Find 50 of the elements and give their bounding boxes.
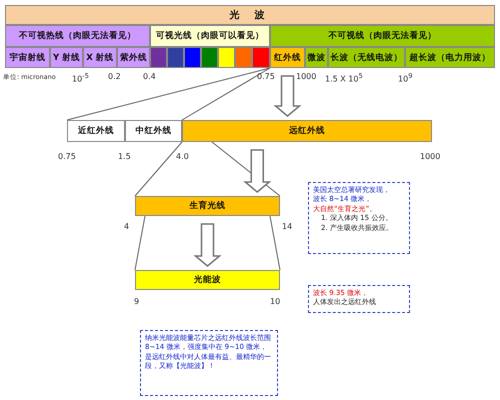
note-box xyxy=(308,285,410,313)
color-swatch xyxy=(201,47,218,68)
hollow-arrow xyxy=(193,223,222,267)
spectrum-segment: 远红外线 xyxy=(182,120,432,142)
spectrum-segment: 近红外线 xyxy=(67,120,125,142)
color-swatch xyxy=(218,47,235,68)
spectrum-cell: 红外线 xyxy=(270,47,305,68)
tick-label: 4 xyxy=(124,222,130,231)
color-swatch xyxy=(184,47,201,68)
tick-label: 1000 xyxy=(420,152,440,161)
color-swatch xyxy=(167,47,184,68)
category-band: 可视光线（肉眼可以看见） xyxy=(150,25,270,47)
tick-label: 1.5 xyxy=(118,152,131,161)
note-box xyxy=(308,182,410,254)
spectrum-cell: 宇宙射线 xyxy=(5,47,50,68)
hollow-arrow xyxy=(273,75,302,117)
note-box xyxy=(140,330,278,396)
spectrum-cell: 微波 xyxy=(305,47,328,68)
tick-label: 14 xyxy=(282,222,292,231)
hollow-arrow xyxy=(243,149,272,193)
title-band: 光 波 xyxy=(5,5,495,25)
category-band: 不可视热线（肉眼无法看见） xyxy=(5,25,150,47)
tick-label: 1000 xyxy=(296,72,316,81)
zoom-line xyxy=(134,142,182,196)
category-band: 不可视线（肉眼无法看见） xyxy=(270,25,495,47)
spectrum-segment: 生育光线 xyxy=(135,196,280,216)
tick-label: 9 xyxy=(134,297,140,306)
spectrum-segment: 光能波 xyxy=(135,270,280,290)
spectrum-cell: Y 射线 xyxy=(50,47,83,68)
spectrum-cell: 长波（无线电波） xyxy=(328,47,405,68)
color-swatch xyxy=(235,47,252,68)
zoom-line xyxy=(134,216,146,270)
tick-label: 10 xyxy=(270,297,280,306)
color-swatch xyxy=(252,47,270,68)
tick-label: 1.5 X 10$^{5}$ xyxy=(325,72,363,84)
spectrum-cell: X 射线 xyxy=(83,47,117,68)
zoom-line xyxy=(182,68,270,120)
tick-label: 0.75 xyxy=(58,152,76,161)
spectrum-cell: 紫外线 xyxy=(117,47,150,68)
tick-label: 10$^{9}$ xyxy=(398,72,412,84)
zoom-line xyxy=(66,68,270,120)
tick-label: 0.2 xyxy=(108,72,121,81)
spectrum-cell: 超长波（电力用波） xyxy=(405,47,495,68)
tick-label: 10$^{-5}$ xyxy=(72,72,89,84)
zoom-line xyxy=(270,216,280,270)
spectrum-segment: 中红外线 xyxy=(125,120,182,142)
tick-label: 0.4 xyxy=(143,72,156,81)
tick-label: 4.0 xyxy=(176,152,189,161)
color-swatch xyxy=(150,47,167,68)
tick-label: 0.75 xyxy=(257,72,275,81)
